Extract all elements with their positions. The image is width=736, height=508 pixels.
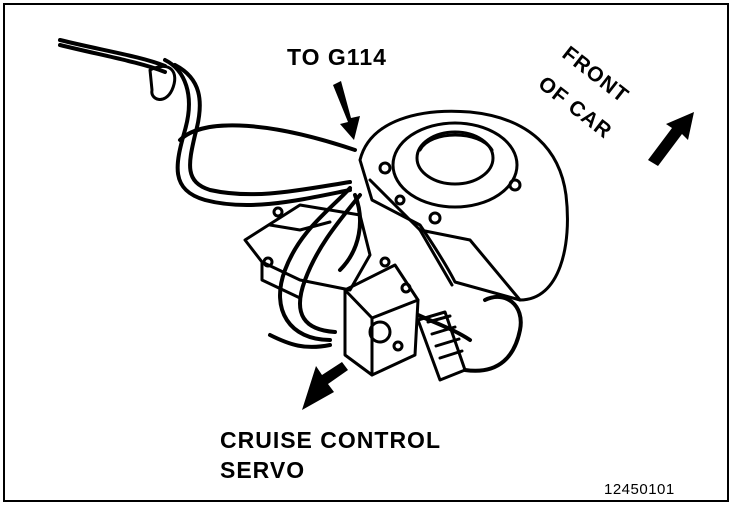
mounting-bracket [243, 203, 372, 300]
wiring-harness [58, 38, 523, 373]
harness-connector [148, 64, 467, 382]
to-g114-label: TO G114 [287, 44, 387, 70]
servo-label-line1: CRUISE CONTROL [220, 427, 441, 453]
diagram-border [3, 3, 729, 502]
servo-body [343, 256, 420, 377]
servo-leader-arrow [302, 362, 348, 410]
to-g114-leader-arrow [333, 81, 360, 140]
blower-motor-housing [358, 109, 569, 302]
servo-label-line2: SERVO [220, 457, 306, 483]
cruise-control-servo-label: CRUISE CONTROL SERVO [220, 425, 441, 485]
part-number: 12450101 [604, 481, 675, 498]
front-of-car-arrow [648, 112, 694, 166]
